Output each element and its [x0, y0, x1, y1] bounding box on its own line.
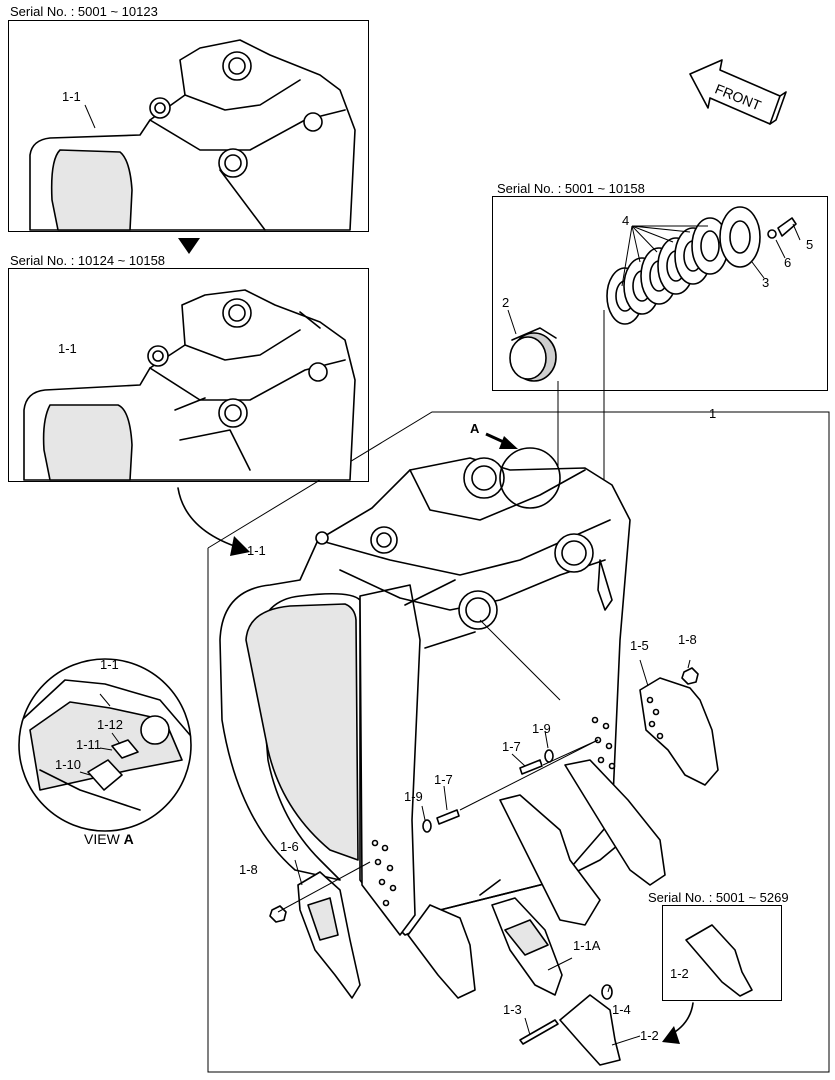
view-caption: VIEW A	[84, 832, 134, 846]
callout-1-1-view: 1-1	[100, 657, 119, 672]
callout-1-7-right: 1-7	[502, 739, 521, 754]
serial-label-tooth: Serial No. : 5001 ~ 5269	[648, 890, 789, 905]
callout-1-11: 1-11	[76, 737, 102, 752]
callout-1-8-left: 1-8	[239, 862, 258, 877]
callout-1-5: 1-5	[630, 638, 649, 653]
pin-kit-frame	[492, 196, 828, 391]
callout-1-1-mid: 1-1	[58, 341, 77, 356]
curve-arrow-icon	[177, 487, 241, 549]
callout-5: 5	[806, 237, 814, 252]
arrow-a-label: A	[470, 421, 480, 436]
callout-1-1A: 1-1A	[573, 938, 601, 953]
serial-label-pin: Serial No. : 5001 ~ 10158	[497, 181, 645, 196]
callout-1-1-main: 1-1	[247, 543, 266, 558]
callout-1-7-left: 1-7	[434, 772, 453, 787]
teeth-drawing	[407, 759, 753, 1066]
callout-1-12: 1-12	[97, 717, 124, 732]
side-cutters-drawing	[269, 619, 719, 1046]
view-caption-text: VIEW	[84, 831, 124, 847]
callout-1-9-right: 1-9	[532, 721, 551, 736]
serial-label-top: Serial No. : 5001 ~ 10123	[10, 4, 158, 19]
callout-3: 3	[762, 275, 770, 290]
mid-variant-frame	[8, 268, 369, 482]
callout-1-8-right: 1-8	[678, 632, 697, 647]
callout-1-4: 1-4	[612, 1002, 631, 1017]
top-bucket-drawing	[29, 39, 356, 231]
callout-1-2-box: 1-2	[670, 966, 689, 981]
callout-1-2-main: 1-2	[640, 1028, 659, 1043]
callout-1-3: 1-3	[503, 1002, 522, 1017]
main-frame	[207, 411, 830, 1073]
down-arrow-icon	[178, 238, 200, 254]
callout-1-9-left: 1-9	[404, 789, 423, 804]
mid-bucket-drawing	[23, 289, 356, 481]
top-variant-frame	[8, 20, 369, 232]
view-caption-letter: A	[123, 831, 134, 847]
callout-1: 1	[709, 406, 717, 421]
serial-label-mid: Serial No. : 10124 ~ 10158	[10, 253, 166, 268]
callout-2: 2	[502, 295, 510, 310]
callout-4: 4	[622, 213, 630, 228]
pin-kit-drawing	[507, 206, 801, 540]
view-a-arrow-icon	[485, 432, 518, 449]
callout-1-6: 1-6	[280, 839, 299, 854]
tooth-variant-frame	[662, 905, 782, 1001]
front-arrow-icon	[689, 59, 787, 125]
callout-1-1-top: 1-1	[62, 89, 81, 104]
callout-1-10: 1-10	[55, 757, 82, 772]
callout-6: 6	[784, 255, 792, 270]
view-a-detail	[18, 658, 192, 832]
